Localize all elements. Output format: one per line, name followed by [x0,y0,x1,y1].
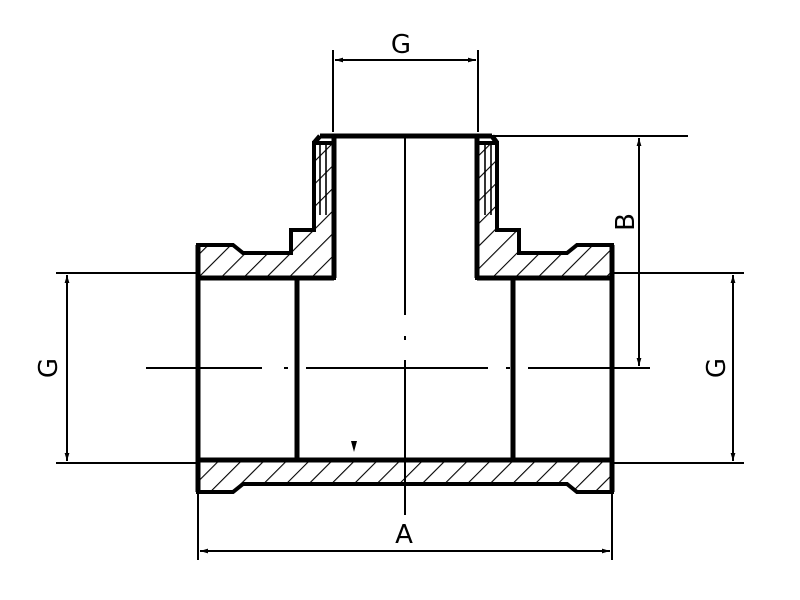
flow-marker [351,441,357,452]
dim-label-top-g: G [391,30,411,60]
wall-section-top-left [196,141,336,280]
dim-label-left-g: G [34,358,64,378]
dim-label-right-g: G [702,358,732,378]
wall-section-top-right [475,141,614,280]
fitting-outline [195,133,615,492]
dim-label-a: A [395,520,413,550]
extension-lines [56,50,744,560]
dim-label-b: B [611,213,641,231]
center-lines [146,138,650,515]
dimension-lines [64,57,736,554]
branch-thread-detail [319,143,492,215]
